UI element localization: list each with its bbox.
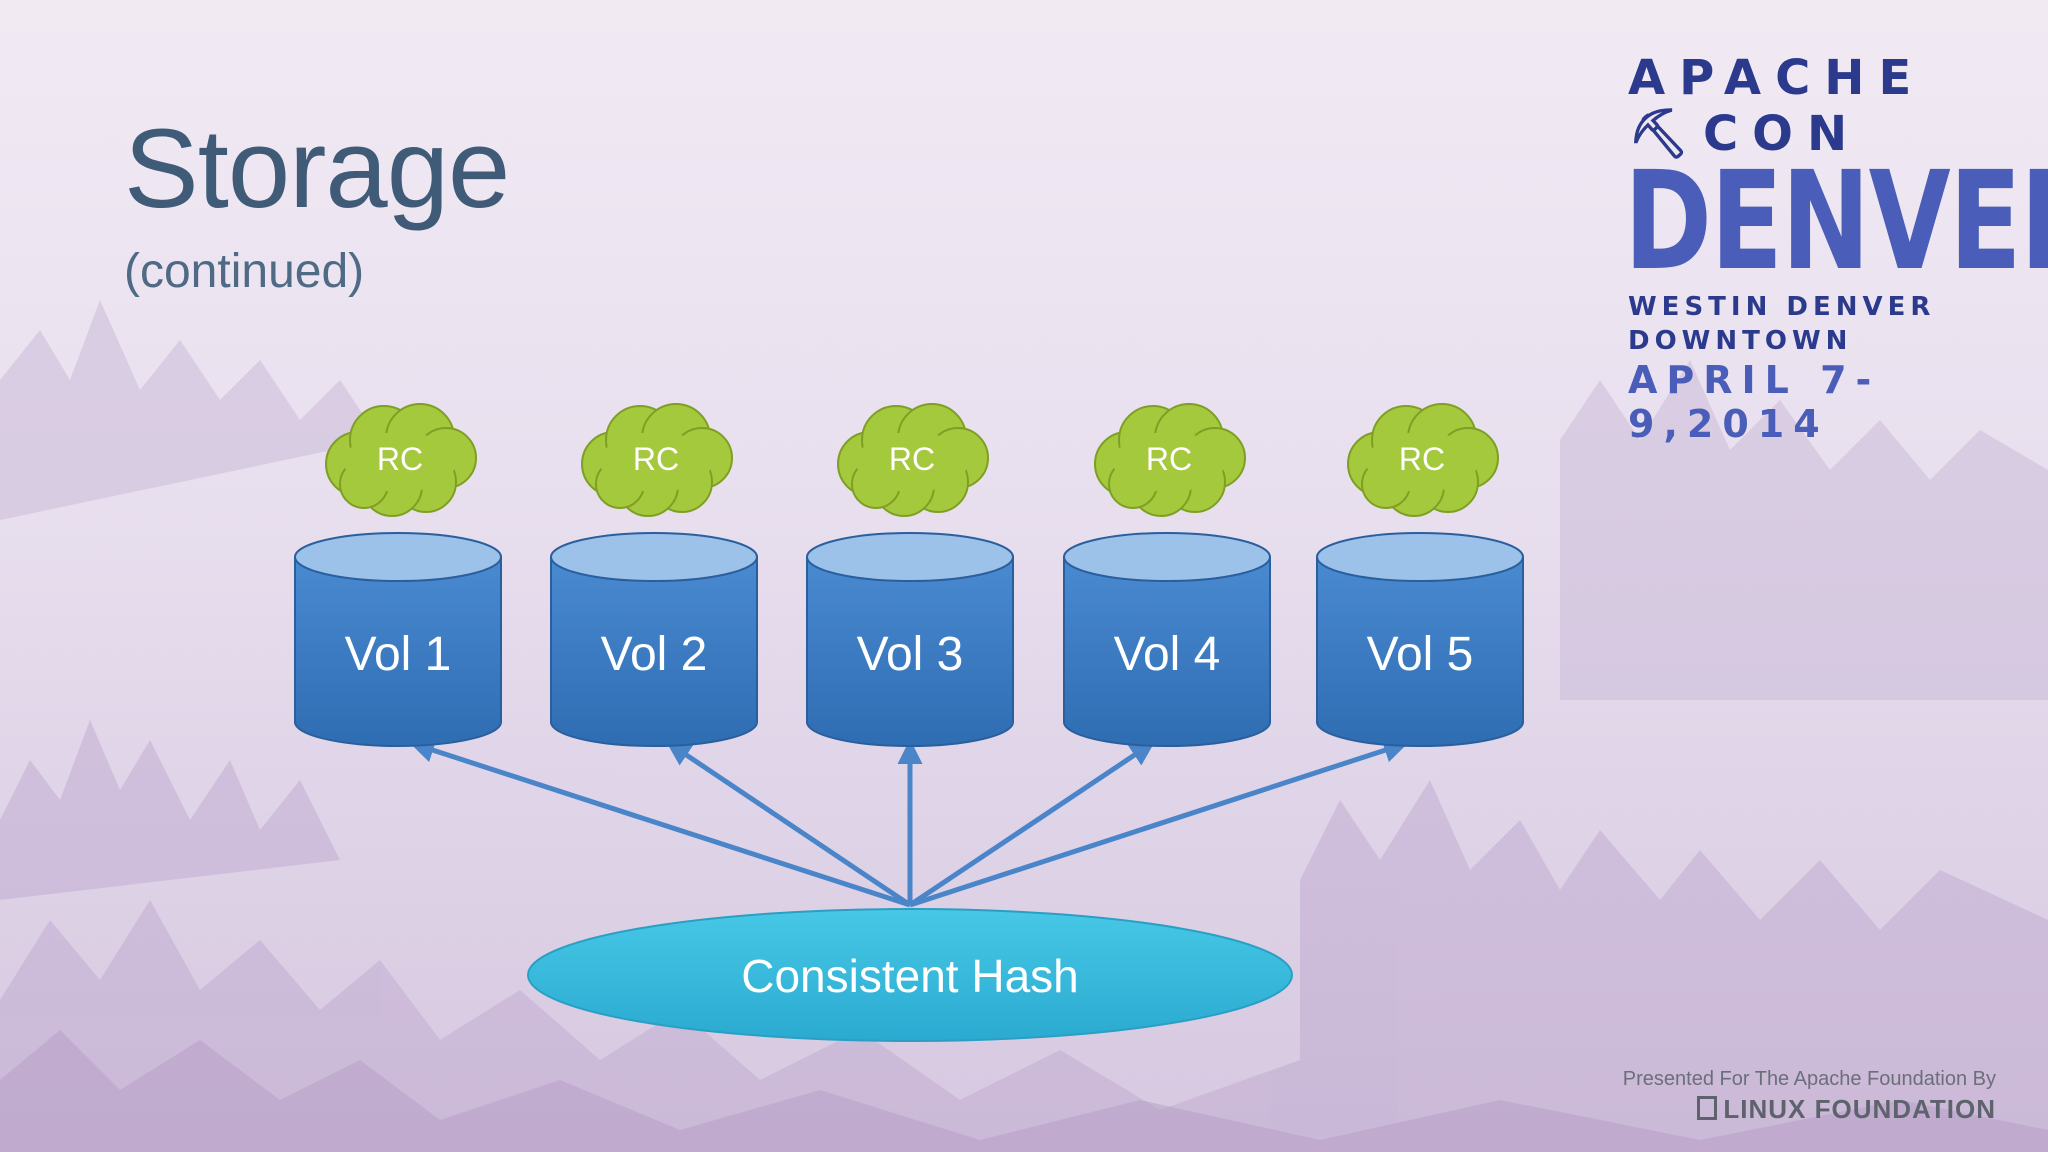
volume-4: Vol 4 <box>1063 532 1271 747</box>
hash-arrow-4 <box>908 741 1156 908</box>
hash-label: Consistent Hash <box>741 950 1079 1002</box>
logo-dates: APRIL 7-9,2014 <box>1628 358 1881 446</box>
slide-title: Storage <box>124 106 510 231</box>
logo-city: DENVER <box>1624 143 2048 301</box>
consistent-hash-node: Consistent Hash <box>527 908 1293 1042</box>
cache-cloud-5: RC <box>1347 403 1499 517</box>
logo-apache-text: APACHE <box>1628 50 1926 106</box>
logo-con-text: CON <box>1702 106 1862 162</box>
footer-presented: Presented For The Apache Foundation By <box>1622 1068 1996 1090</box>
cache-cloud-4: RC <box>1094 403 1246 517</box>
cache-cloud-3: RC <box>837 403 989 517</box>
cache-label: RC <box>1399 441 1445 477</box>
volume-label: Vol 3 <box>857 628 964 681</box>
slide-subtitle: (continued) <box>124 245 365 298</box>
volume-2: Vol 2 <box>550 532 758 747</box>
cache-label: RC <box>633 441 679 477</box>
linux-logo-icon <box>1697 1096 1718 1120</box>
volume-5: Vol 5 <box>1316 532 1524 747</box>
volume-label: Vol 1 <box>345 628 452 681</box>
cache-cloud-1: RC <box>325 403 477 517</box>
volume-label: Vol 2 <box>601 628 708 681</box>
logo-venue: WESTIN DENVER DOWNTOWN <box>1628 292 1936 356</box>
footer-org: LINUX FOUNDATION <box>1697 1094 1996 1125</box>
volume-3: Vol 3 <box>806 532 1014 747</box>
hash-arrow-2 <box>665 741 912 908</box>
pickaxe-icon: ⛏ <box>1628 106 1703 162</box>
apachecon-logo: APACHE⛏CON DENVER WESTIN DENVER DOWNTOWN… <box>1624 50 2048 446</box>
volume-1: Vol 1 <box>294 532 502 747</box>
volume-label: Vol 5 <box>1367 628 1474 681</box>
hash-arrow-1 <box>409 738 911 908</box>
footer-org-name: LINUX FOUNDATION <box>1723 1094 1996 1124</box>
hash-arrow-5 <box>909 738 1409 908</box>
cache-label: RC <box>889 441 935 477</box>
cache-label: RC <box>1146 441 1192 477</box>
cache-cloud-2: RC <box>581 403 733 517</box>
volume-label: Vol 4 <box>1114 628 1221 681</box>
cache-label: RC <box>377 441 423 477</box>
